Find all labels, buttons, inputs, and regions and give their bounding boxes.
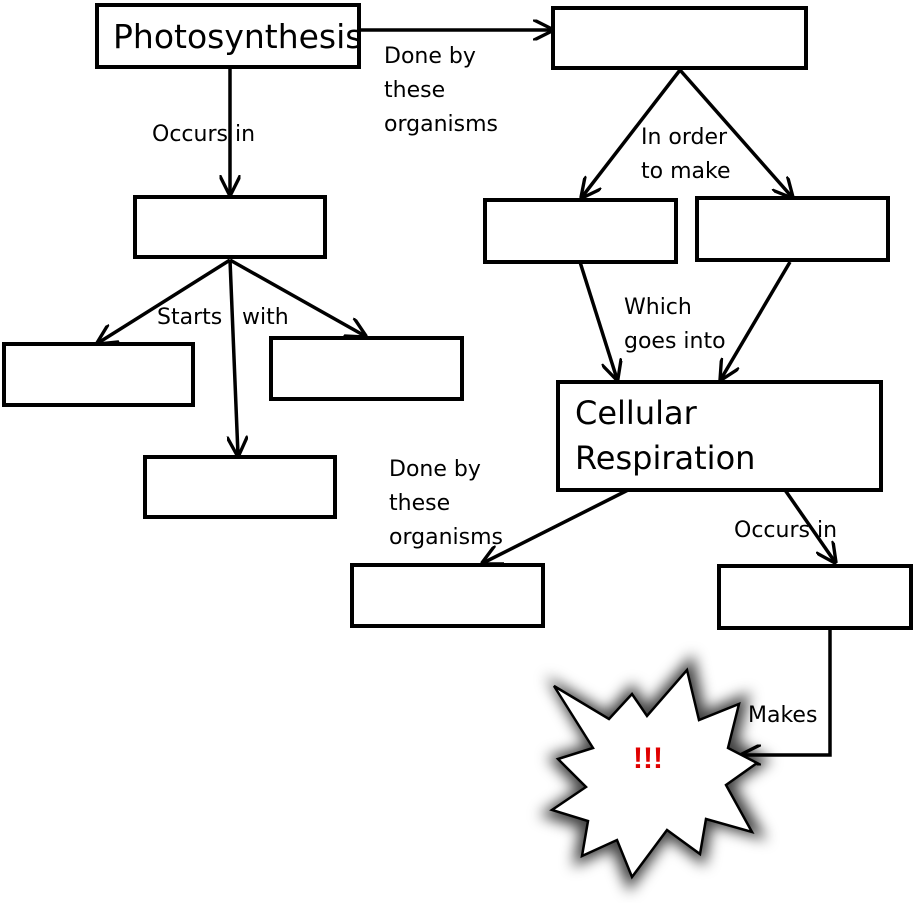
label-with: with [242,305,289,330]
arrow-respiration-to-location [783,489,835,562]
label-in-order-to-make: In order to make [641,125,731,184]
label-done-by-top: Done by these organisms [384,44,498,137]
blank-input-bottom[interactable] [143,455,337,519]
arrow-product-left-to-respiration [578,261,617,379]
arrow-location-to-input-right [229,258,365,336]
label-which-goes-into: Which goes into [624,295,726,354]
arrow-location-to-input-left [98,258,231,343]
blank-organisms-bottom[interactable] [350,563,545,628]
blank-location-bottom[interactable] [717,564,913,630]
burst-exclamation: !!! [633,742,663,775]
blank-location-top[interactable] [133,195,327,259]
blank-organisms-top[interactable] [551,6,808,70]
arrow-organisms-to-product-right [678,68,792,197]
blank-input-left[interactable] [2,342,195,407]
label-done-by-bottom: Done by these organisms [389,457,503,550]
label-starts: Starts [157,305,223,330]
photosynthesis-node: Photosynthesis [95,3,363,69]
blank-product-left[interactable] [483,198,678,264]
label-makes: Makes [748,703,818,728]
cellular-respiration-node: Cellular Respiration [556,380,883,492]
energy-burst [539,654,771,892]
arrow-product-right-to-respiration [721,261,792,379]
cellular-respiration-title: Cellular Respiration [575,394,756,477]
energy-burst-shape [549,667,760,880]
arrow-organisms-to-product-left [582,68,682,197]
label-occurs-in-bottom: Occurs in [734,518,838,543]
blank-input-right[interactable] [269,336,464,401]
arrow-respiration-to-organisms [483,488,629,563]
arrow-location-makes-energy [742,628,832,755]
blank-product-right[interactable] [695,196,890,262]
arrow-location-to-input-bottom [230,259,238,455]
photosynthesis-title: Photosynthesis [113,16,363,56]
label-occurs-in-top: Occurs in [152,122,256,147]
